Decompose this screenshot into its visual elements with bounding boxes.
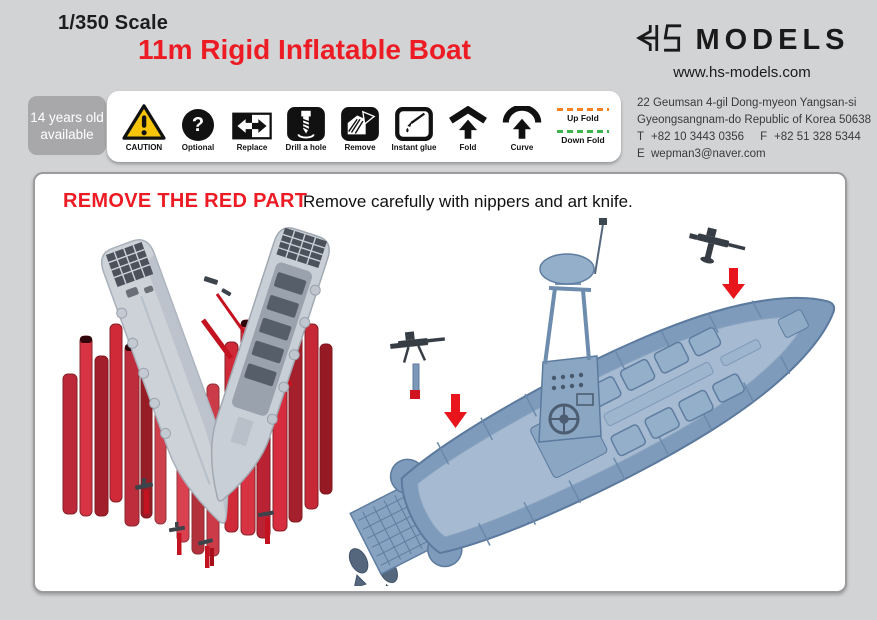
- fax-number: +82 51 328 5344: [774, 131, 861, 143]
- fold-direction-legend: Up Fold Down Fold: [553, 108, 613, 145]
- steering-wheel: [548, 403, 580, 435]
- gun-pedestal: [412, 363, 420, 393]
- legend-replace: Replace: [225, 101, 279, 152]
- scale-text: 1/350 Scale: [58, 12, 169, 34]
- remove-arrow-bow: [722, 268, 745, 299]
- remove-arrow-mid: [444, 394, 467, 428]
- bow-gun-mount: [777, 309, 809, 338]
- legend-drill: Drill a hole: [279, 101, 333, 152]
- up-fold-label: Up Fold: [567, 113, 599, 123]
- radar-dome: [539, 253, 595, 285]
- contact-block: 22 Geumsan 4-gil Dong-myeon Yangsan-si G…: [637, 95, 871, 163]
- contact-address-2: Gyeongsangnam-do Republic of Korea 50638: [637, 114, 871, 126]
- machine-gun-bow: [688, 227, 746, 264]
- tube-bumps: [266, 284, 321, 425]
- fold-arrow-icon: [447, 101, 489, 141]
- drill-icon: [287, 101, 325, 141]
- gun-on-support-2: [168, 522, 186, 555]
- small-parts: [203, 276, 232, 297]
- legend-fold: Fold: [441, 101, 495, 152]
- caution-icon: [121, 101, 167, 141]
- radar-arch: [539, 218, 607, 365]
- up-fold-dash: [557, 108, 609, 111]
- brand-website[interactable]: www.hs-models.com: [673, 64, 811, 81]
- legend-optional: ? Optional: [171, 101, 225, 152]
- machine-gun-mid: [390, 331, 446, 399]
- down-fold-dash: [557, 130, 609, 133]
- center-bench: [603, 361, 714, 427]
- antenna-mast: [594, 223, 604, 275]
- gun-on-support-1: [134, 478, 154, 514]
- question-mark-icon: ?: [182, 101, 214, 141]
- gun-on-support-4: [257, 510, 275, 544]
- instruction-panel: REMOVE THE RED PART Remove carefully wit…: [33, 172, 847, 593]
- phone-number: +82 10 3443 0356: [651, 131, 745, 143]
- hull-part-left: [101, 239, 229, 524]
- printed-hulls-render: [62, 227, 333, 568]
- tube-bumps: [116, 307, 171, 439]
- assembled-boat-render: [348, 218, 836, 586]
- remove-instruction-text: Remove carefully with nippers and art kn…: [303, 192, 633, 211]
- page-title: 11m Rigid Inflatable Boat: [138, 34, 471, 65]
- brand-name: MODELS: [695, 24, 850, 56]
- legend-caution: CAUTION: [117, 101, 171, 152]
- glue-icon: [395, 101, 433, 141]
- contact-address-1: 22 Geumsan 4-gil Dong-myeon Yangsan-si: [637, 97, 857, 109]
- knife-icon: [341, 101, 379, 141]
- legend-remove: Remove: [333, 101, 387, 152]
- steering-console: [538, 355, 602, 443]
- email-address: wepman3@naver.com: [651, 148, 766, 160]
- gun-on-support-3: [197, 538, 214, 568]
- boat-hull-group: [348, 296, 836, 586]
- hull-part-right: [210, 227, 330, 502]
- curve-arrow-icon: [501, 101, 543, 141]
- remove-red-part-title: REMOVE THE RED PART: [63, 190, 308, 212]
- hull-left-fittings: [125, 285, 154, 298]
- replace-arrows-icon: [232, 101, 272, 141]
- brand-block: MODELS www.hs-models.com: [616, 20, 868, 81]
- down-fold-label: Down Fold: [561, 135, 605, 145]
- legend-glue: Instant glue: [387, 101, 441, 152]
- hs-logo-icon: [634, 20, 686, 61]
- legend-curve: Curve: [495, 101, 549, 152]
- red-part-remnant: [410, 390, 420, 399]
- age-badge: 14 years old available: [28, 96, 106, 155]
- legend-strip: CAUTION ? Optional Replace: [107, 91, 621, 162]
